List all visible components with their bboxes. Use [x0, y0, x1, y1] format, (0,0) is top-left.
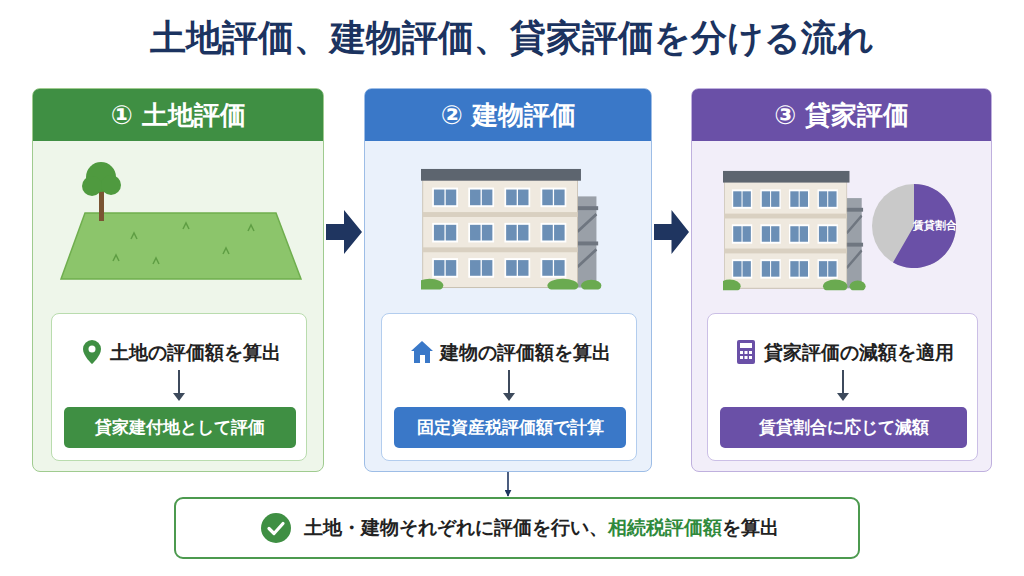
result-button: 賃貸割合に応じて減額 — [720, 407, 967, 448]
calculator-icon-part — [737, 340, 755, 364]
step-card: 土地の評価額を算出貸家建付地として評価 — [51, 313, 307, 461]
flow-arrow — [326, 210, 362, 254]
land-illustration-part — [113, 223, 254, 264]
result-button: 貸家建付地として評価 — [64, 407, 296, 448]
house-icon-part — [411, 341, 433, 363]
pin-icon-part — [83, 340, 101, 364]
house-icon — [410, 338, 434, 366]
calculator-icon-part-part — [749, 356, 752, 359]
check-icon-part — [269, 524, 283, 534]
result-button: 固定資産税評価額で計算 — [394, 407, 626, 448]
land-illustration-part — [82, 176, 102, 196]
calculator-icon-part-part — [740, 356, 743, 359]
check-icon-part — [261, 513, 291, 543]
calculator-icon-part-part — [744, 351, 747, 354]
highlight-text: 相続税評価額 — [608, 515, 722, 541]
down-arrow-part — [173, 393, 185, 401]
step-panel: ③ 貸家評価 貸家評価の減額を適用賃貸割合に応じて減額 — [691, 88, 992, 472]
calculator-icon-part — [740, 343, 752, 348]
pin-icon-part — [88, 346, 95, 353]
step-panel: ② 建物評価 建物の評価額を算出固定資産税評価額で計算 — [364, 88, 652, 472]
down-arrow-part — [178, 370, 180, 396]
land-illustration-part — [99, 191, 104, 221]
button-text: 賃貸割合に応じて減額 — [720, 407, 967, 448]
flow-arrow — [654, 210, 689, 254]
step-panel: ① 土地評価 土地の評価額を算出貸家建付地として評価 — [32, 88, 324, 472]
card-heading: 土地の評価額を算出 — [110, 338, 281, 366]
card-heading: 建物の評価額を算出 — [440, 338, 611, 366]
button-text: 固定資産税評価額で計算 — [394, 407, 626, 448]
down-arrow — [499, 368, 519, 404]
down-arrow — [169, 368, 189, 404]
step-card: 建物の評価額を算出固定資産税評価額で計算 — [381, 313, 637, 461]
panel-heading: ① 土地評価 — [33, 89, 323, 141]
summary-line: 土地・建物それぞれに評価を行い、相続税評価額を算出 — [304, 499, 779, 557]
step-card: 貸家評価の減額を適用賃貸割合に応じて減額 — [707, 313, 978, 461]
land-illustration-part — [101, 175, 121, 195]
down-arrow-part — [503, 393, 515, 401]
down-arrow-part — [837, 393, 849, 401]
down-arrow-part — [842, 370, 844, 396]
calculator-icon — [734, 338, 758, 366]
summary-text: を算出 — [722, 515, 779, 541]
pin-icon — [80, 338, 104, 366]
down-arrow — [833, 368, 853, 404]
building-illustration-part — [416, 169, 602, 292]
land-illustration-part — [61, 213, 301, 279]
land-illustration-part — [86, 162, 116, 192]
pie-chart — [872, 184, 956, 268]
summary-box: 土地・建物それぞれに評価を行い、相続税評価額を算出 — [174, 497, 860, 559]
flow-arrow — [507, 472, 509, 496]
diagram-title: 土地評価、建物評価、貸家評価を分ける流れ — [0, 16, 1024, 59]
calculator-icon-part-part — [744, 356, 747, 359]
check-icon — [260, 512, 292, 544]
panel-heading: ② 建物評価 — [365, 89, 651, 141]
calculator-icon-part — [740, 351, 752, 359]
calculator-icon-part-part — [749, 351, 752, 354]
panel-heading: ③ 貸家評価 — [692, 89, 991, 141]
house-icon-part — [420, 355, 425, 363]
calculator-icon-part-part — [740, 351, 743, 354]
pie-chart-part — [872, 184, 956, 268]
down-arrow-part — [508, 370, 510, 396]
button-text: 貸家建付地として評価 — [64, 407, 296, 448]
card-heading: 貸家評価の減額を適用 — [764, 338, 954, 366]
summary-text: 土地・建物それぞれに評価を行い、 — [304, 515, 608, 541]
pie-label: 賃貸割合 — [913, 219, 957, 233]
rental-illustration-part — [719, 171, 866, 293]
